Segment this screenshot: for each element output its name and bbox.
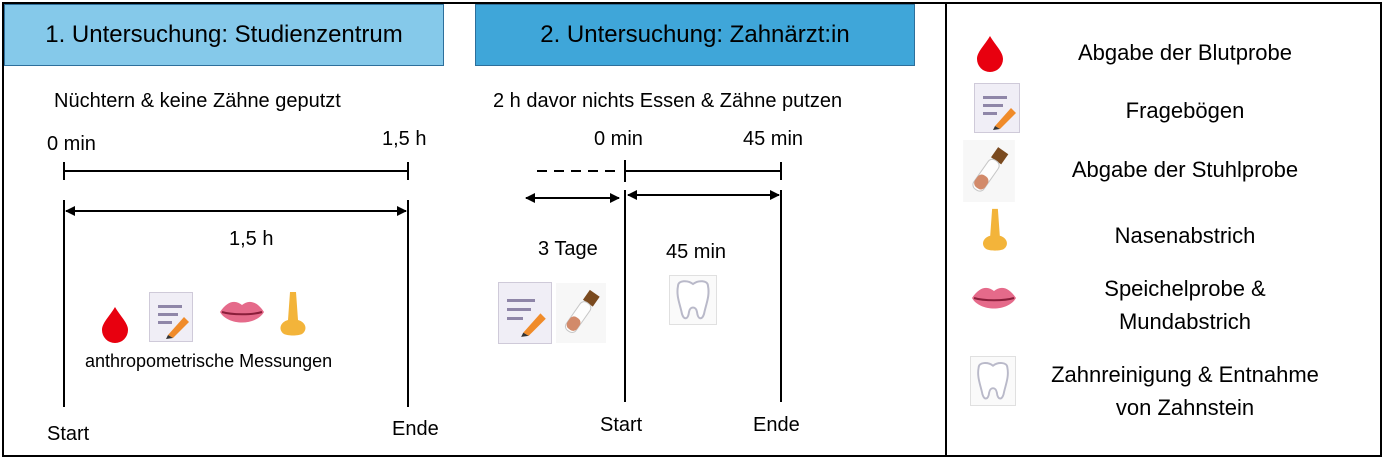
lips-icon	[970, 280, 1018, 321]
stool-tube-icon	[556, 283, 606, 348]
figure-frame	[2, 2, 1382, 457]
blood-drop-icon	[968, 30, 1012, 79]
panel1-time-start: 0 min	[47, 133, 96, 155]
panel2-header-label: 2. Untersuchung: Zahnärzt:in	[540, 21, 850, 48]
nose-icon	[276, 290, 310, 343]
tooth-icon	[669, 275, 717, 325]
legend-saliva-label-line2: Mundabstrich	[1118, 309, 1252, 334]
panel2-header: 2. Untersuchung: Zahnärzt:in	[475, 4, 915, 66]
legend-nose-label: Nasenabstrich	[1114, 223, 1256, 248]
panel1-measurements: anthropometrische Messungen	[85, 351, 333, 371]
panel1-condition: Nüchtern & keine Zähne geputzt	[54, 90, 341, 112]
questionnaire-icon	[498, 282, 552, 344]
panel1-end-label: Ende	[392, 418, 439, 440]
panel2-condition: 2 h davor nichts Essen & Zähne putzen	[493, 90, 843, 112]
panel2-end-label: Ende	[753, 414, 800, 436]
panel2-time-end: 45 min	[743, 128, 804, 150]
tooth-icon	[970, 356, 1016, 406]
panel1-header-label: 1. Untersuchung: Studienzentrum	[45, 21, 403, 48]
panel1-time-end: 1,5 h	[382, 128, 427, 150]
legend-divider	[945, 2, 947, 457]
blood-drop-icon	[93, 301, 137, 350]
legend-questionnaire-label: Fragebögen	[1125, 98, 1245, 123]
panel1-start-label: Start	[47, 423, 90, 445]
legend-tooth-label-line1: Zahnreinigung & Entnahme	[1051, 362, 1319, 387]
stool-tube-icon	[958, 140, 1020, 207]
questionnaire-icon	[974, 83, 1020, 133]
panel2-start-label: Start	[600, 414, 643, 436]
panel1-header: 1. Untersuchung: Studienzentrum	[4, 4, 444, 66]
legend-saliva-label-line1: Speichelprobe &	[1104, 276, 1266, 301]
legend-stool-label: Abgabe der Stuhlprobe	[1071, 157, 1299, 182]
panel2-duration-label: 45 min	[666, 241, 727, 263]
lips-icon	[218, 294, 266, 335]
panel2-time-start: 0 min	[594, 128, 643, 150]
questionnaire-icon	[149, 292, 193, 342]
nose-icon	[978, 207, 1012, 258]
panel2-pre-duration-label: 3 Tage	[538, 238, 598, 260]
legend-tooth-label-line2: von Zahnstein	[1115, 395, 1255, 420]
legend-blood-label: Abgabe der Blutprobe	[1077, 40, 1293, 65]
panel1-duration-label: 1,5 h	[229, 228, 274, 250]
